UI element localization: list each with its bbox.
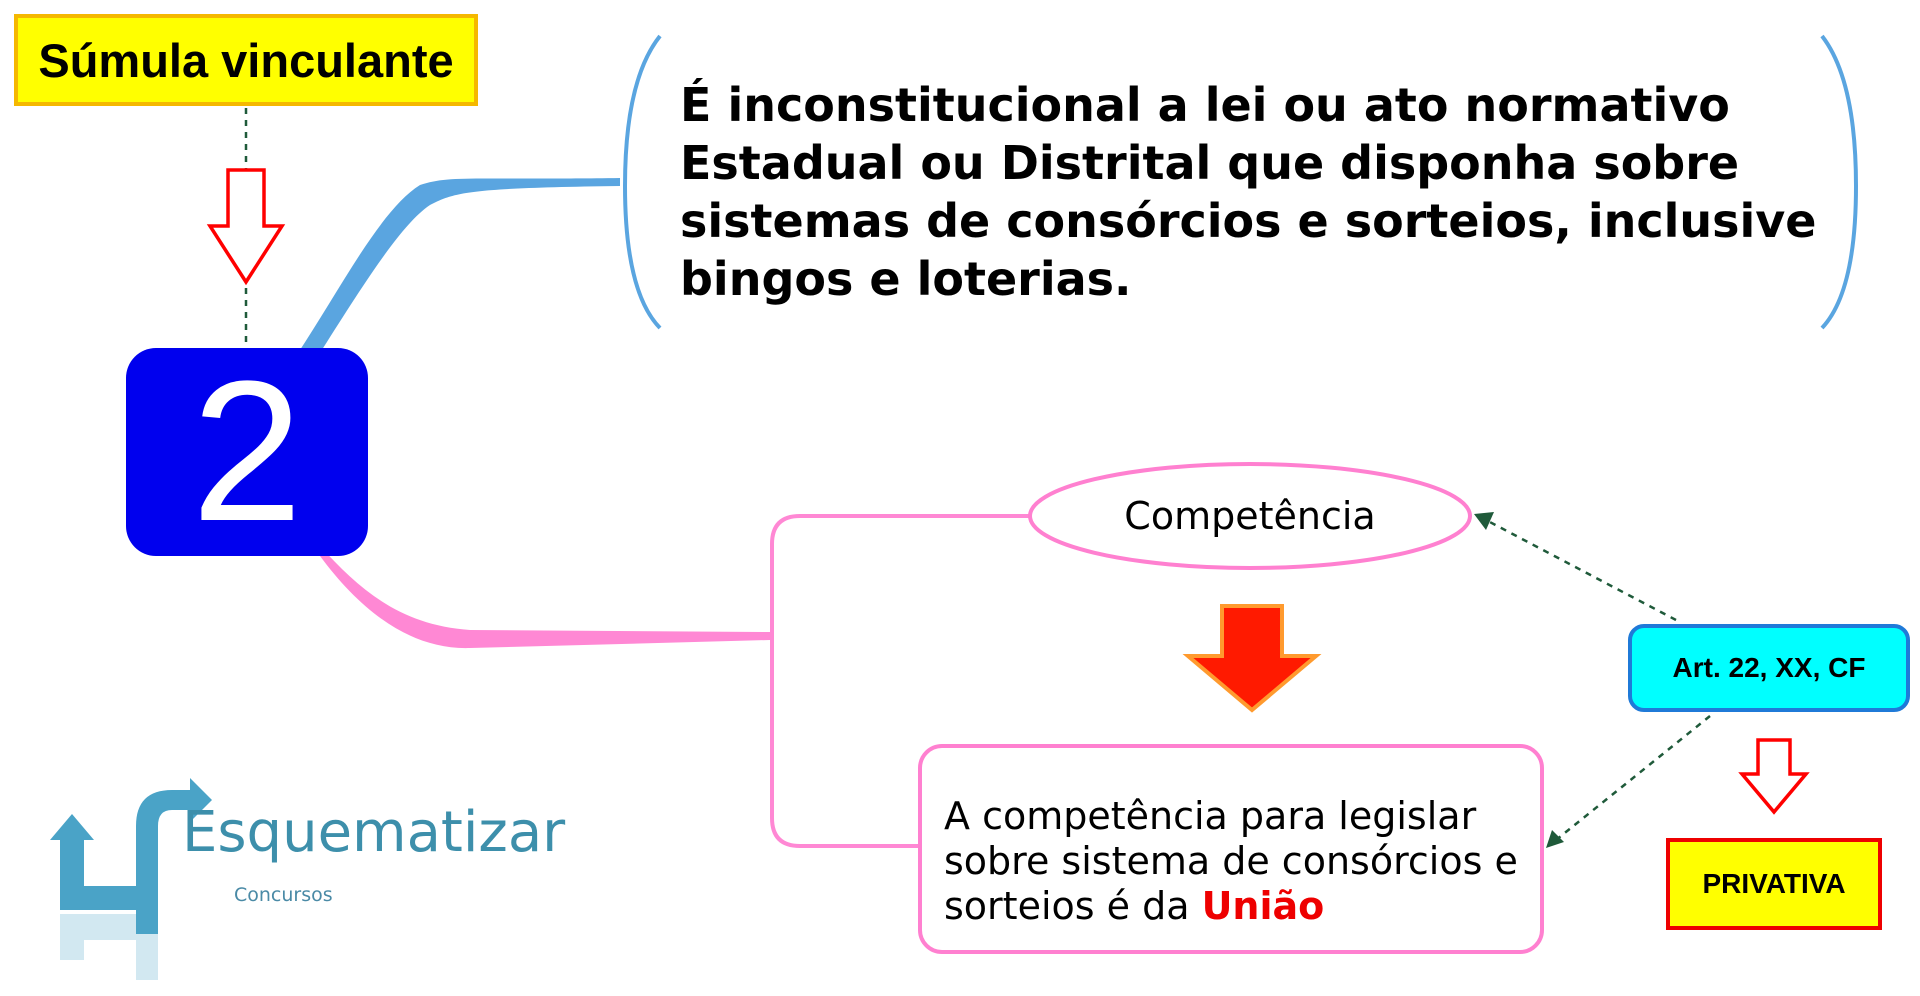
legal-basis-label: Art. 22, XX, CF <box>1672 652 1866 683</box>
competencia-node: Competência <box>1028 470 1472 562</box>
art-to-conclusion-arrowhead <box>1546 830 1564 848</box>
competencia-ellipse <box>1028 462 1472 570</box>
art-to-competencia-connector <box>1485 518 1677 622</box>
esquematizar-logo-icon <box>50 778 212 980</box>
sumula-number: 2 <box>191 340 303 563</box>
competence-type-label: PRIVATIVA <box>1702 868 1846 899</box>
legal-basis-box: Art. 22, XX, CF <box>1628 624 1910 712</box>
art-to-conclusion-connector <box>1555 715 1711 841</box>
blue-branch <box>296 178 620 356</box>
statement-right-bracket <box>1820 34 1859 330</box>
sumula-statement: É inconstitucional a lei ou ato normativ… <box>680 78 1817 306</box>
sumula-number-box: 2 <box>126 348 368 556</box>
art-to-competencia-arrowhead <box>1474 512 1494 530</box>
logo-name: Esquematizar <box>182 800 566 865</box>
sumula-title-box: Súmula vinculante <box>14 14 478 106</box>
down-arrow-outline-icon <box>206 168 286 286</box>
pink-bracket <box>770 514 1030 848</box>
logo-subtitle: Concursos <box>234 884 333 906</box>
sumula-title: Súmula vinculante <box>38 33 454 87</box>
competence-type-box: PRIVATIVA <box>1666 838 1882 930</box>
down-arrow-filled-icon <box>1182 604 1322 713</box>
down-arrow-outline-icon <box>1738 738 1810 815</box>
pink-branch <box>320 546 770 649</box>
conclusion-node: A competência para legislar sobre sistem… <box>918 744 1544 954</box>
statement-left-bracket <box>622 34 662 330</box>
conclusion-text: A competência para legislar sobre sistem… <box>944 794 1518 928</box>
competencia-label: Competência <box>1124 494 1376 538</box>
conclusion-highlight: União <box>1201 884 1325 928</box>
